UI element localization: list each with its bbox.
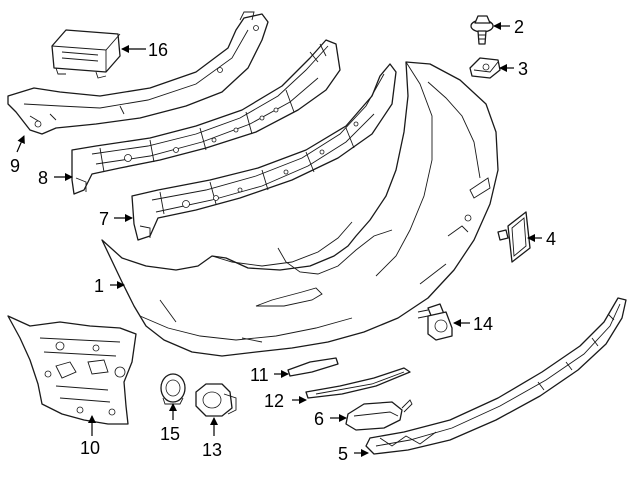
callout-6: 6 <box>314 409 324 429</box>
callout-1: 1 <box>94 276 104 296</box>
callout-3: 3 <box>518 59 528 79</box>
lower-valance-part <box>365 297 627 455</box>
callout-12: 12 <box>264 391 284 411</box>
callout-11: 11 <box>250 365 269 385</box>
screw-part <box>470 15 494 45</box>
callout-10: 10 <box>80 438 100 458</box>
sensor-part <box>195 383 237 417</box>
trim-strip-long-part <box>305 367 411 399</box>
callout-14: 14 <box>473 314 493 334</box>
control-module-part <box>51 29 121 79</box>
impact-bar-part <box>131 63 397 241</box>
callout-4: 4 <box>546 229 556 249</box>
callout-15: 15 <box>160 424 180 444</box>
reflector-part <box>497 211 531 263</box>
sensor-ring-part <box>160 373 186 405</box>
energy-absorber-bracket-part <box>7 11 269 135</box>
leader-9 <box>16 135 25 153</box>
callout-8: 8 <box>38 168 48 188</box>
reinforcement-beam-part <box>71 39 341 195</box>
clip-nut-part <box>469 57 501 79</box>
side-bracket-part <box>7 315 137 425</box>
trim-strip-small-part <box>287 357 339 377</box>
parking-sensor-part <box>417 303 453 341</box>
callout-16: 16 <box>148 40 168 60</box>
bumper-cover-part <box>101 61 499 357</box>
callout-13: 13 <box>202 440 222 460</box>
callout-5: 5 <box>338 444 348 464</box>
callout-2: 2 <box>514 17 524 37</box>
callout-9: 9 <box>10 156 20 176</box>
lower-reflector-part <box>345 399 413 431</box>
callout-7: 7 <box>99 209 109 229</box>
